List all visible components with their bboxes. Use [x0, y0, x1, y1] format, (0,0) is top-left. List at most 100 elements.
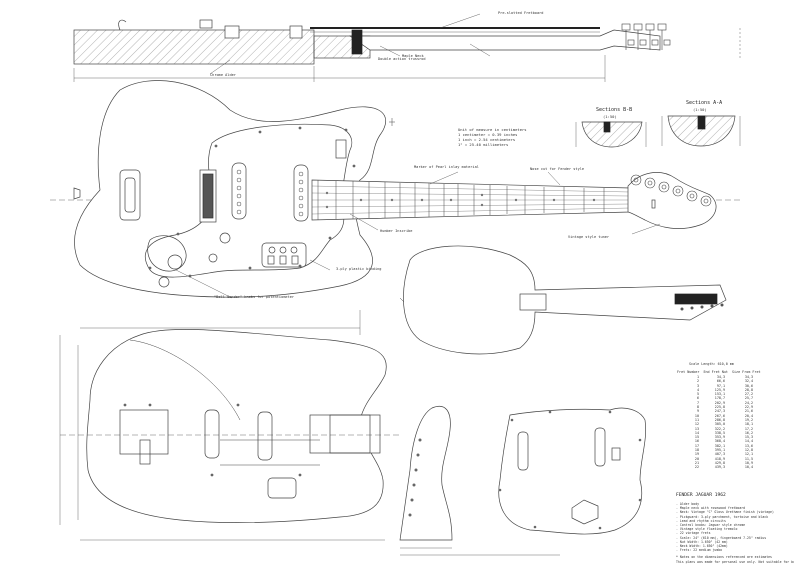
fret-size: 30,6 — [744, 383, 753, 388]
neck-pickup — [231, 162, 247, 220]
fret-number: 10 — [694, 413, 699, 418]
fret-header-number: Fret Number — [677, 370, 700, 374]
fret-nut-distance: 178,7 — [714, 396, 725, 401]
callout-maple-neck: Maple Neck — [402, 54, 424, 58]
fret-row: 9 247,3 21,6 — [677, 409, 767, 413]
fret-number: 7 — [696, 400, 699, 405]
fret-size: 13,6 — [744, 443, 753, 448]
fret-nut-distance: 322,2 — [714, 426, 725, 431]
fret-row: 19 407,3 12,1 — [677, 452, 767, 456]
fret-number: 19 — [694, 452, 699, 457]
fret-table-header: Fret Number End Fret Nut Size From Fret — [677, 370, 767, 374]
fret-nut-distance: 286,8 — [714, 417, 725, 422]
callout-nut: Nose cut for Fender style — [530, 167, 585, 171]
fret-nut-distance: 153,1 — [714, 392, 725, 397]
section-a-a — [661, 115, 741, 147]
fret-number: 18 — [694, 448, 699, 453]
fret-nut-distance: 267,6 — [714, 413, 725, 418]
title-block: FENDER JAGUAR 1962 - Alder body- Maple n… — [676, 493, 794, 564]
fret-number: 21 — [694, 460, 699, 465]
string-lines — [311, 185, 631, 215]
fret-nut-distance: 247,3 — [714, 409, 725, 414]
spec-line: - Nut Width: 1.650" (42 mm) — [676, 539, 728, 544]
footnote-line: This plans was made for personal use onl… — [676, 559, 794, 564]
fret-size: 14,4 — [744, 439, 753, 444]
spec-line: - Maple neck with rosewood fretboard — [676, 506, 746, 511]
fret-nut-distance: 97,1 — [716, 383, 725, 388]
spec-line: - Scale: 24" (610 mm), fingerboard 7.25"… — [676, 535, 767, 540]
fret-header-size: Size From Fret — [731, 370, 761, 374]
fret-size: 17,2 — [744, 426, 753, 431]
fret-number: 15 — [694, 435, 699, 440]
fret-size: 12,8 — [744, 448, 753, 453]
spec-line: - Frets: 22 medium jumbo — [676, 548, 723, 553]
lower-plate — [147, 235, 187, 272]
spec-line: - Control knobs: Jaguar style chrome — [676, 523, 746, 528]
back-view — [399, 245, 727, 355]
fret-row: 6 178,7 25,7 — [677, 396, 767, 400]
fret-header-nut: End Fret Nut — [703, 370, 728, 374]
fret-row: 13 322,2 17,2 — [677, 427, 767, 431]
callout-body: Chrome Alder — [210, 73, 236, 77]
callout-truss-rod: Double action trussrod — [378, 57, 426, 61]
spec-line: - Alder body — [676, 502, 700, 506]
fret-number: 9 — [696, 409, 699, 414]
fret-nut-distance: 66,6 — [716, 379, 725, 384]
fret-size: 16,2 — [744, 430, 753, 435]
fret-size: 12,1 — [744, 452, 753, 457]
fret-number: 3 — [696, 383, 699, 388]
spec-line: - Vintage style floating tremolo — [676, 527, 738, 532]
headstock-template — [399, 406, 453, 549]
fret-size: 24,2 — [744, 400, 753, 405]
scale-length: Scale Length: 610,0 mm — [689, 362, 734, 366]
fret-number: 1 — [696, 375, 699, 379]
fret-number: 13 — [694, 426, 699, 431]
fret-nut-distance: 382,1 — [714, 443, 725, 448]
fret-size: 22,9 — [744, 405, 753, 410]
fret-size: 18,1 — [744, 422, 753, 427]
fret-table: Scale Length: 610,0 mm Fret Number End F… — [677, 362, 767, 470]
section-b-b-scale: (1:50) — [603, 114, 617, 119]
pickguard-template — [498, 407, 646, 535]
fret-size: 34,3 — [744, 375, 753, 379]
fret-nut-distance: 353,9 — [714, 435, 725, 440]
fret-row: 4 125,9 28,8 — [677, 388, 767, 392]
spec-line: - 22 vintage frets — [676, 531, 711, 536]
spec-line: - Pickguard: 3-ply parchment, tortoise a… — [676, 514, 769, 519]
callout-fretboard: Pre-slotted Fretboard — [498, 11, 544, 15]
fret-size: 21,6 — [744, 409, 753, 414]
footnotes: * Notes on the dimensions referenced are… — [676, 555, 794, 564]
fret-nut-distance: 305,0 — [714, 422, 725, 427]
routing-template — [59, 310, 400, 541]
fret-nut-distance: 407,3 — [714, 452, 725, 457]
fret-size: 27,2 — [744, 392, 753, 397]
units-line-3: 1" = 25.40 millimeters — [458, 142, 509, 147]
fret-size: 32,4 — [744, 379, 753, 384]
section-a-a-scale: (1:50) — [693, 107, 707, 112]
fret-number: 11 — [694, 417, 699, 422]
fret-number: 6 — [696, 396, 699, 401]
fret-nut-distance: 125,9 — [714, 387, 725, 392]
fret-nut-distance: 429,8 — [714, 460, 725, 465]
callout-binding: Humber Inscribe — [380, 229, 413, 233]
footnote-line: * Notes on the dimensions referenced are… — [676, 555, 772, 560]
callout-knobs: "Bell Gender" knobs for potentiometer — [214, 295, 295, 299]
fret-number: 4 — [696, 387, 699, 392]
units-line-2: 1 inch = 2.54 centimeters — [458, 137, 516, 142]
fret-size: 28,8 — [744, 387, 753, 392]
fret-nut-distance: 338,5 — [714, 430, 725, 435]
fret-size: 11,5 — [744, 456, 753, 461]
fret-size: 25,7 — [744, 396, 753, 401]
spec-list: - Alder body- Maple neck with rosewood f… — [676, 502, 786, 552]
